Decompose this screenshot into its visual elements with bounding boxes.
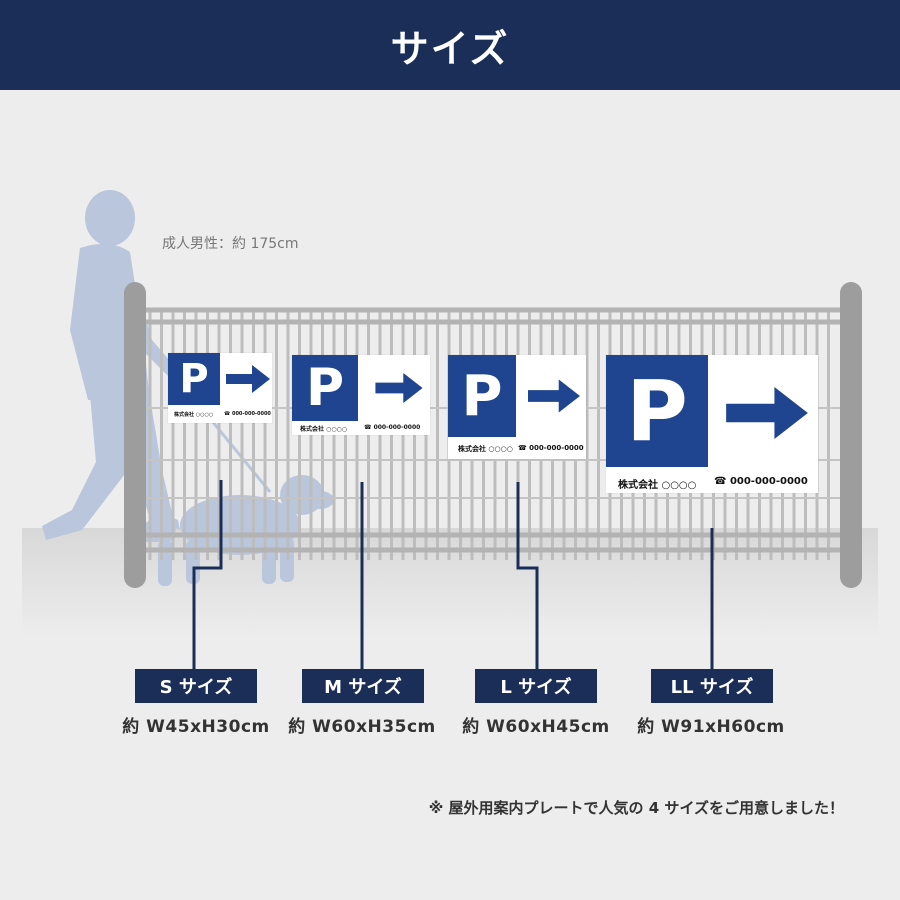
sign-ll: P 株式会社 ○○○○ ☎ 000-000-0000	[606, 355, 818, 493]
size-dimensions-s: 約 W45xH30cm	[122, 717, 270, 737]
size-badge-m: M サイズ	[302, 669, 424, 703]
sign-company: 株式会社 ○○○○	[174, 412, 214, 418]
sign-company: 株式会社 ○○○○	[300, 426, 348, 433]
parking-p-icon: P	[606, 355, 708, 467]
sign-phone: ☎ 000-000-0000	[714, 476, 808, 487]
sign-company: 株式会社 ○○○○	[458, 445, 513, 453]
page-header: サイズ	[0, 0, 900, 90]
sign-m: P 株式会社 ○○○○ ☎ 000-000-0000	[292, 355, 430, 435]
sign-company: 株式会社 ○○○○	[618, 480, 697, 491]
sign-phone: ☎ 000-000-0000	[364, 424, 421, 431]
sign-phone: ☎ 000-000-0000	[518, 444, 584, 452]
parking-p-icon: P	[168, 353, 220, 405]
arrow-right-icon	[375, 373, 423, 403]
parking-p-icon: P	[292, 355, 358, 421]
human-height-label: 成人男性：約 175cm	[162, 236, 299, 252]
arrow-right-icon	[726, 387, 808, 439]
size-badge-l: L サイズ	[475, 669, 597, 703]
size-dimensions-ll: 約 W91xH60cm	[637, 717, 785, 737]
footnote: ※ 屋外用案内プレートで人気の 4 サイズをご用意しました！	[428, 799, 844, 817]
arrow-right-icon	[226, 365, 270, 393]
sign-phone: ☎ 000-000-0000	[224, 411, 271, 417]
arrow-right-icon	[528, 379, 580, 413]
page-title: サイズ	[390, 26, 510, 71]
size-badge-ll: LL サイズ	[651, 669, 773, 703]
size-dimensions-m: 約 W60xH35cm	[288, 717, 436, 737]
parking-p-icon: P	[448, 355, 516, 437]
size-badge-s: S サイズ	[135, 669, 257, 703]
sign-l: P 株式会社 ○○○○ ☎ 000-000-0000	[448, 355, 586, 459]
size-dimensions-l: 約 W60xH45cm	[462, 717, 610, 737]
sign-s: P 株式会社 ○○○○ ☎ 000-000-0000	[168, 353, 272, 423]
